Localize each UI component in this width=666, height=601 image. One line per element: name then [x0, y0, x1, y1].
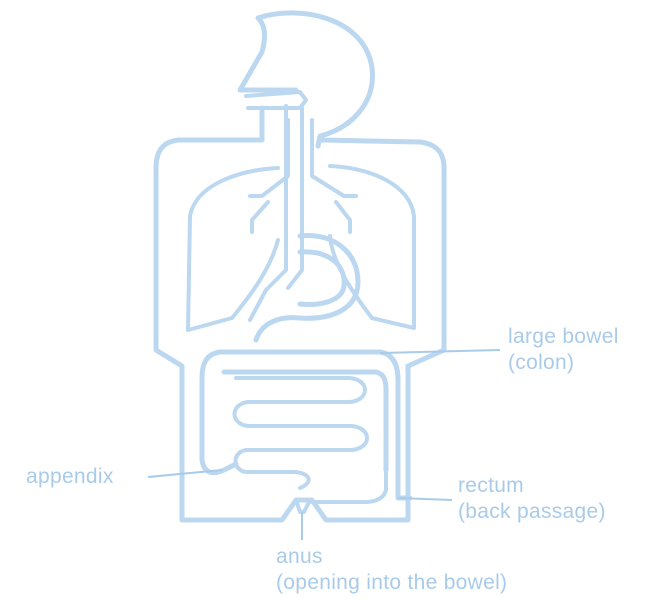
appendix-label: appendix	[26, 464, 114, 490]
appendix-label-line1: appendix	[26, 464, 114, 490]
mouth-outline	[246, 92, 306, 108]
large-bowel-label: large bowel (colon)	[508, 324, 619, 376]
stomach	[256, 235, 358, 340]
anus-label-line1: anus	[276, 544, 507, 570]
rectum-label-line2: (back passage)	[458, 499, 606, 525]
anus-label-line2: (opening into the bowel)	[276, 570, 507, 596]
large-bowel-label-line2: (colon)	[508, 350, 619, 376]
rectum-label-line1: rectum	[458, 473, 606, 499]
left-bronchus	[250, 120, 288, 232]
rectum-label: rectum (back passage)	[458, 473, 606, 525]
rectum	[312, 470, 386, 502]
large-bowel-label-line1: large bowel	[508, 324, 619, 350]
anus-label: anus (opening into the bowel)	[276, 544, 507, 596]
small-intestine	[235, 378, 368, 488]
